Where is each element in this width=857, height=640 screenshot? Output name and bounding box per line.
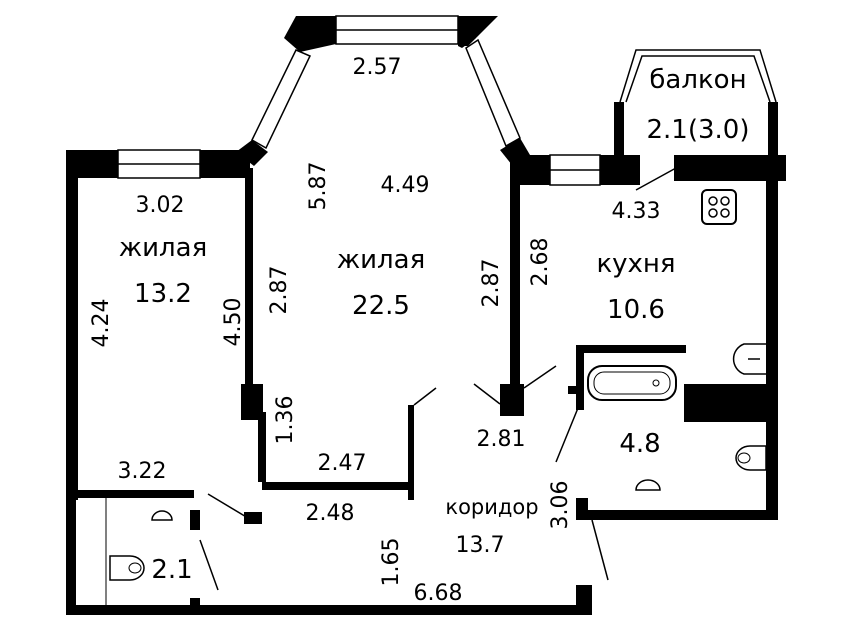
- dim-niche-width: 2.47: [318, 451, 367, 476]
- room-balcony-label: балкон: [649, 65, 746, 95]
- dim-corr-bottom: 6.68: [414, 581, 463, 606]
- dim-main-width: 4.49: [381, 173, 430, 198]
- dim-hall-width: 2.81: [477, 427, 526, 452]
- stove-icon: [701, 189, 737, 225]
- dim-kitchen-width: 4.33: [612, 199, 661, 224]
- sink-icon: [732, 343, 766, 375]
- dim-main-right: 2.87: [479, 259, 504, 308]
- room-left-label: жилая: [119, 233, 208, 263]
- room-wc-area: 2.1: [151, 555, 192, 585]
- dim-niche: 1.36: [273, 396, 298, 445]
- washbasin-icon: [151, 510, 173, 521]
- dim-left-height: 4.24: [89, 299, 114, 348]
- toilet-icon: [109, 555, 145, 581]
- room-main-label: жилая: [337, 245, 426, 275]
- dim-left-inner: 4.50: [221, 298, 246, 347]
- room-corridor-area: 13.7: [456, 533, 505, 558]
- room-balcony-area: 2.1(3.0): [647, 115, 750, 145]
- room-kitchen-area: 10.6: [607, 295, 665, 325]
- windows: [117, 15, 777, 186]
- door-swings: [105, 167, 677, 605]
- dim-kitchen-left: 2.68: [528, 238, 553, 287]
- washbasin-icon: [635, 479, 661, 491]
- room-corridor-label: коридор: [445, 495, 538, 519]
- bathtub-icon: [587, 365, 677, 401]
- dimension-labels: 2.57 4.49 3.02 4.33 2.47 2.81 3.22 2.48 …: [89, 55, 660, 606]
- dim-left-width: 3.02: [136, 193, 185, 218]
- room-bathroom-area: 4.8: [619, 429, 660, 459]
- dim-corr-upper: 2.48: [306, 501, 355, 526]
- dim-corr-left-width: 3.22: [118, 459, 167, 484]
- room-left-area: 13.2: [134, 279, 192, 309]
- walls: [66, 16, 786, 615]
- room-labels: жилая 13.2 жилая 22.5 кухня 10.6 балкон …: [119, 65, 750, 585]
- dim-main-diag: 5.87: [306, 162, 331, 211]
- dim-corr-side: 3.06: [548, 481, 573, 530]
- dim-main-left: 2.87: [267, 266, 292, 315]
- room-kitchen-label: кухня: [596, 249, 675, 279]
- room-main-area: 22.5: [352, 291, 410, 321]
- dim-corr-height: 1.65: [379, 538, 404, 587]
- dim-bay-top: 2.57: [353, 55, 402, 80]
- toilet-icon: [735, 445, 767, 471]
